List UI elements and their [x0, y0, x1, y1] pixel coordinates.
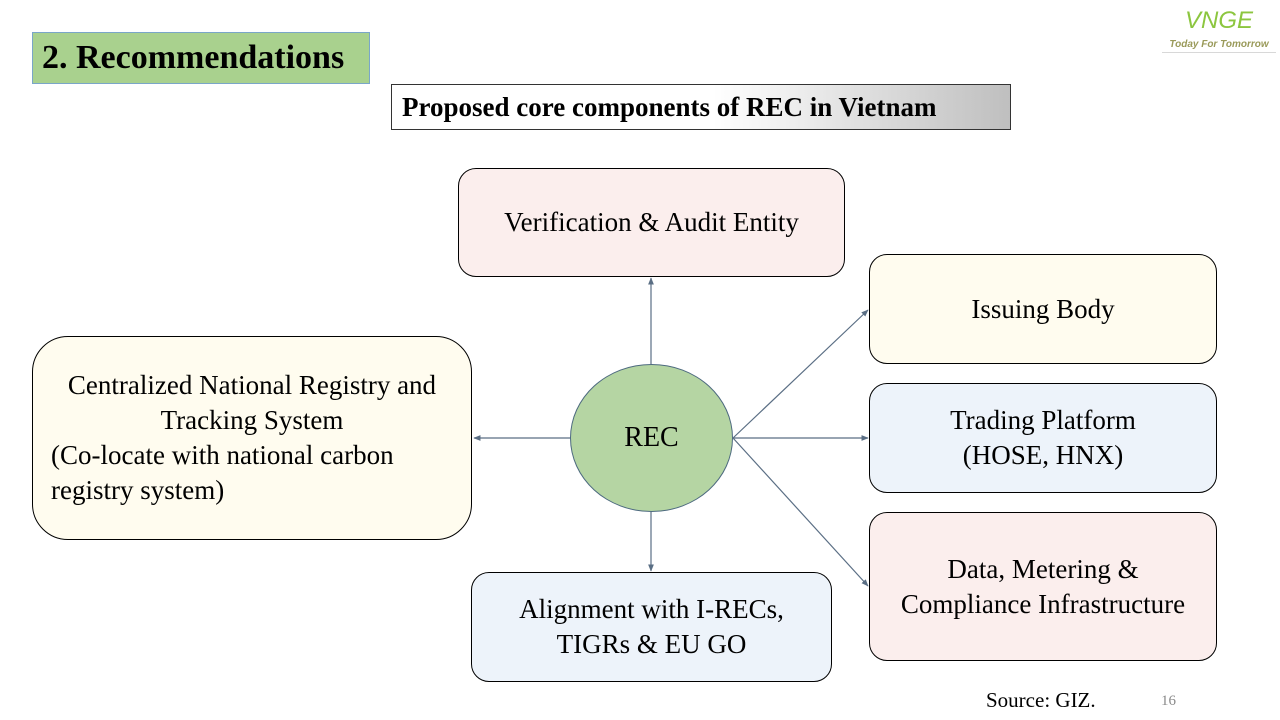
node-data-metering-compliance: Data, Metering & Compliance Infrastructu… [869, 512, 1217, 661]
node-label-line: (HOSE, HNX) [962, 440, 1124, 470]
node-label-line: Tracking System [160, 405, 344, 435]
node-label: Issuing Body [971, 293, 1115, 324]
node-label-line: (Co-locate with national carbon [51, 440, 394, 470]
node-national-registry: Centralized National Registry and Tracki… [32, 336, 472, 540]
node-label-line: Trading Platform [950, 405, 1136, 435]
node-label-line: Data, Metering & [947, 553, 1139, 584]
source-note: Source: GIZ. [986, 688, 1096, 712]
arrow-to-data [732, 437, 869, 587]
node-trading-platform: Trading Platform (HOSE, HNX) [869, 383, 1217, 493]
node-alignment-irecs: Alignment with I-RECs, TIGRs & EU GO [471, 572, 832, 682]
page-number: 16 [1161, 693, 1176, 709]
node-label-line: Alignment with I-RECs, [519, 594, 784, 624]
logo-tagline: Today For Tomorrow [1162, 38, 1276, 53]
arrow-to-issuing [732, 309, 869, 439]
logo-mark: VNGE [1184, 7, 1253, 34]
diagram-title: Proposed core components of REC in Vietn… [391, 84, 1011, 130]
section-title: 2. Recommendations [32, 32, 370, 84]
node-verification-audit-entity: Verification & Audit Entity [458, 168, 845, 277]
node-label-line: Centralized National Registry and [67, 370, 437, 400]
node-label-line: registry system) [51, 475, 225, 505]
rec-center-node: REC [570, 364, 733, 512]
node-label-line: Compliance Infrastructure [900, 588, 1186, 619]
vnge-logo: VNGE Today For Tomorrow [1160, 4, 1278, 62]
node-issuing-body: Issuing Body [869, 254, 1217, 364]
node-label: Verification & Audit Entity [504, 207, 799, 237]
rec-center-label: REC [624, 422, 679, 453]
node-label-line: TIGRs & EU GO [556, 629, 747, 659]
